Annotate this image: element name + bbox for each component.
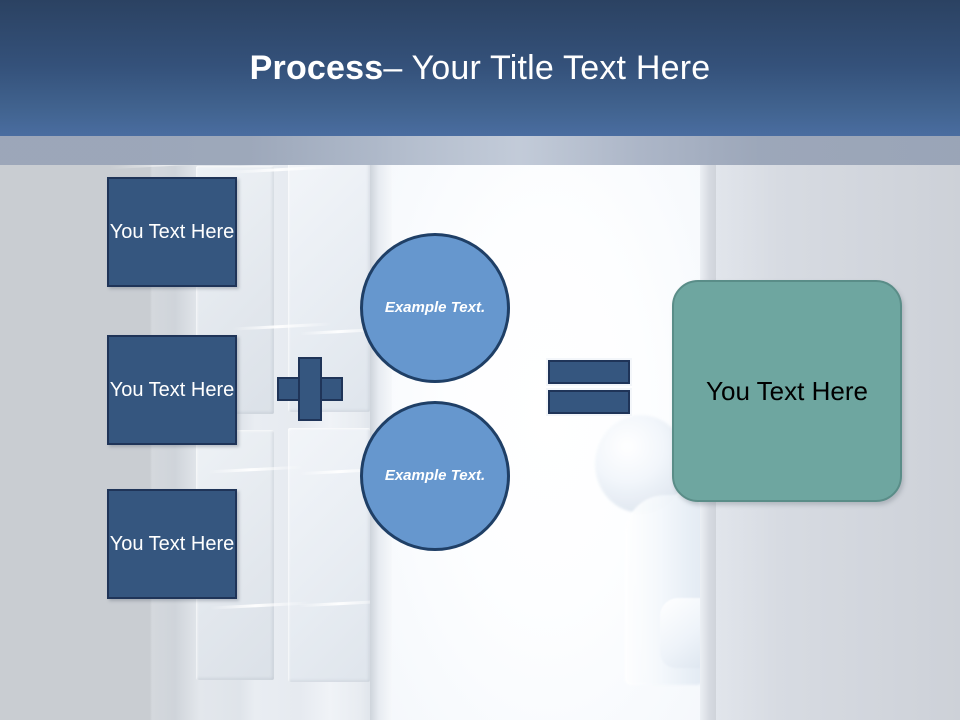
equals-bottom-bar	[546, 388, 632, 416]
slide-header-bar	[0, 0, 960, 136]
input-box-2[interactable]: You Text Here	[107, 335, 237, 445]
slide-title-rest: – Your Title Text Here	[383, 48, 711, 87]
example-circle-1[interactable]: Example Text.	[360, 233, 510, 383]
equals-icon	[546, 358, 632, 416]
plus-icon	[277, 357, 343, 421]
result-box[interactable]: You Text Here	[672, 280, 902, 502]
input-box-3[interactable]: You Text Here	[107, 489, 237, 599]
header-accent-band	[0, 136, 960, 165]
equals-top-bar	[546, 358, 632, 386]
slide-title-bold: Process	[249, 48, 384, 87]
input-box-1[interactable]: You Text Here	[107, 177, 237, 287]
plus-center	[300, 379, 320, 399]
example-circle-2[interactable]: Example Text.	[360, 401, 510, 551]
slide-title: Process – Your Title Text Here	[0, 0, 960, 136]
